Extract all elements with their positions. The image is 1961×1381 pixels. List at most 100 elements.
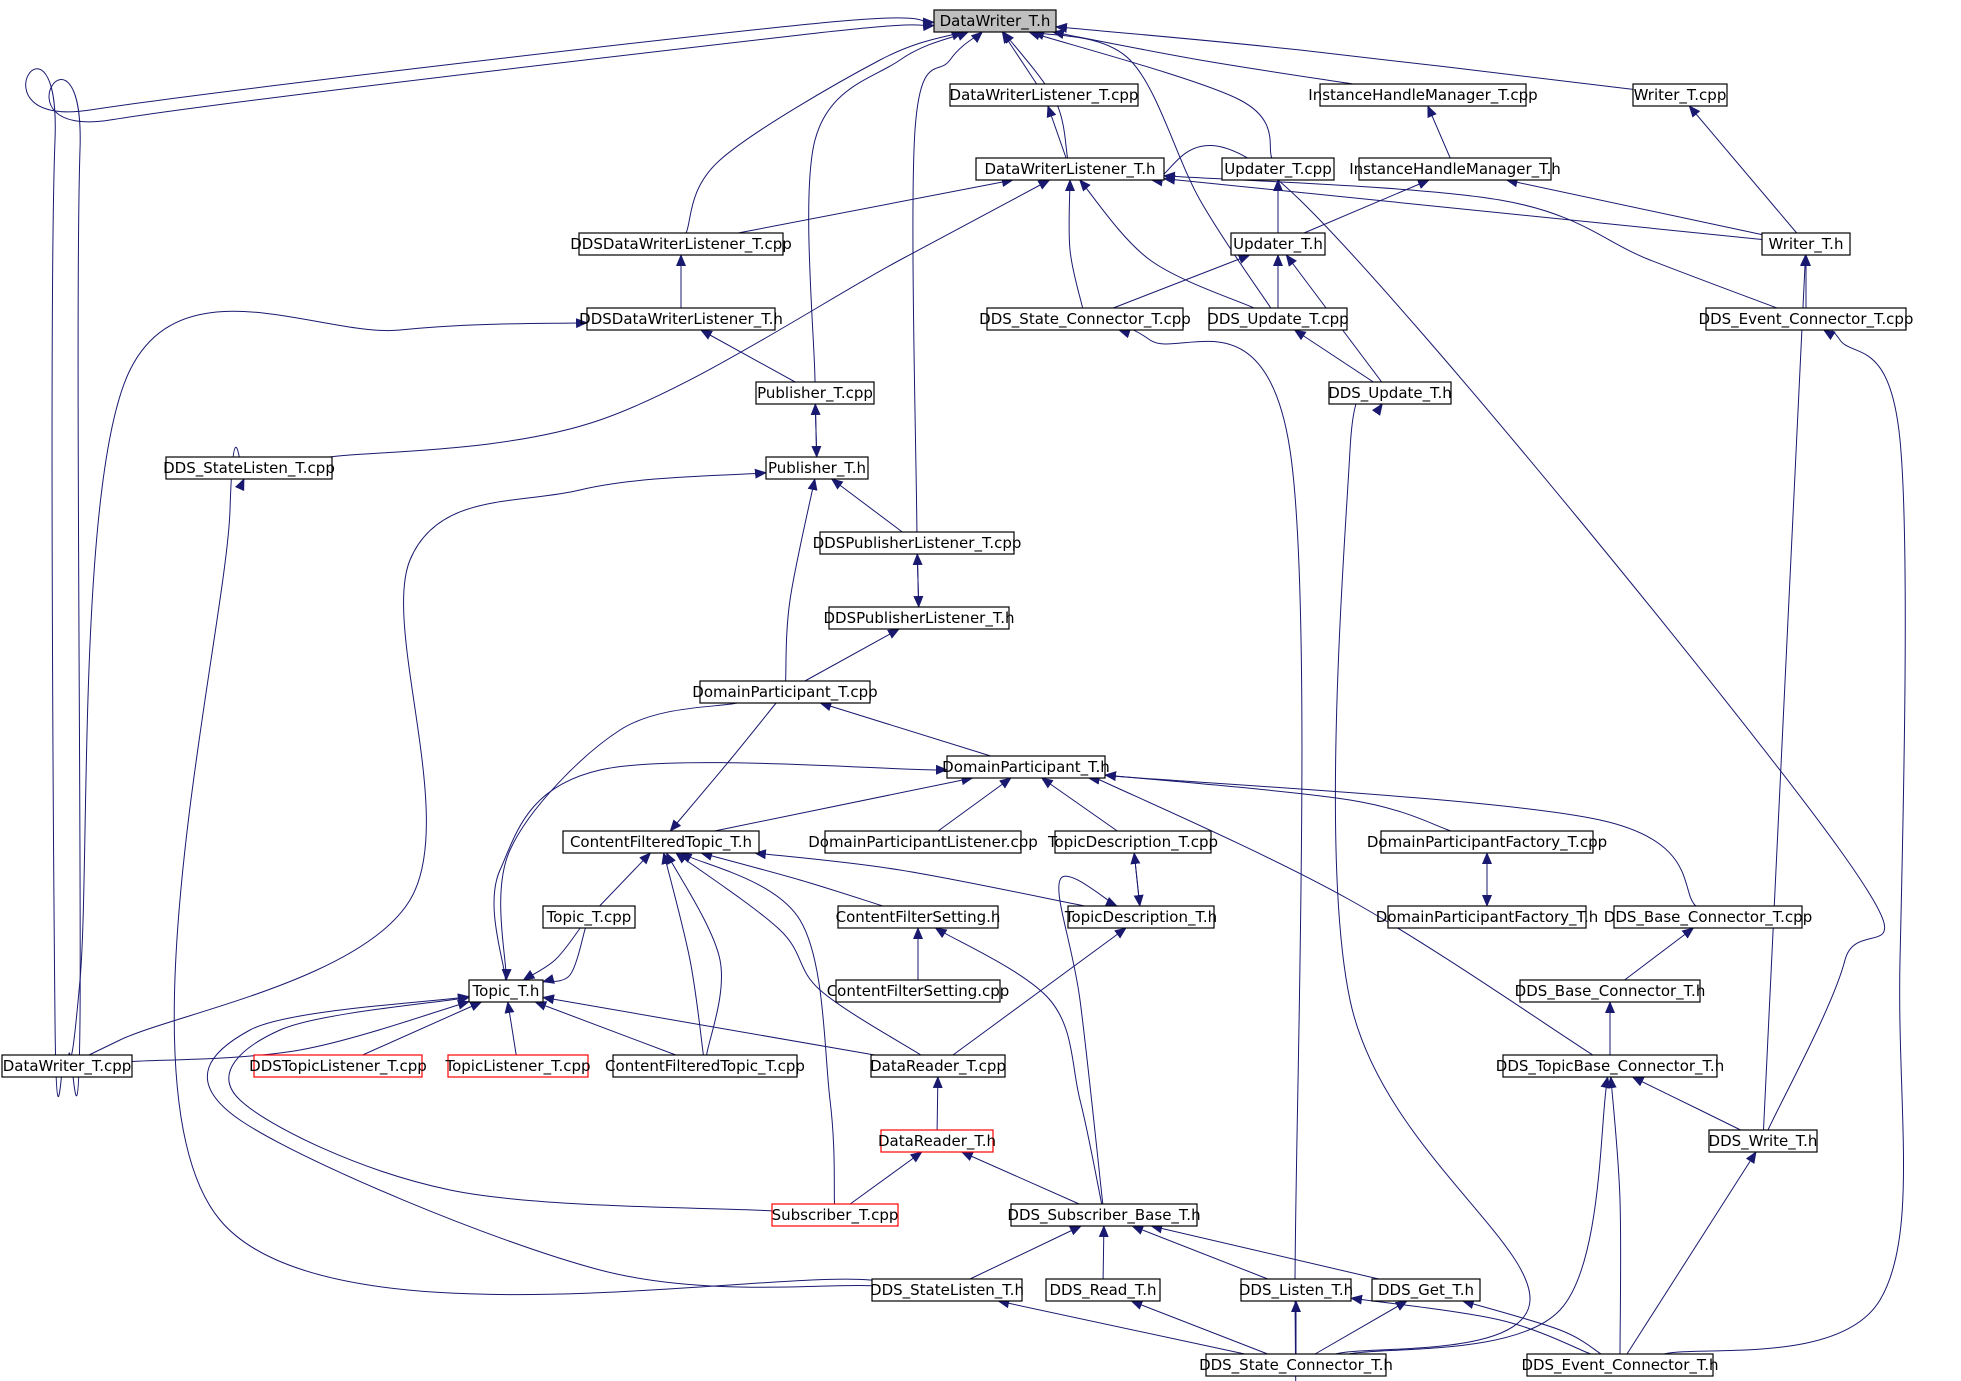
node-cfs-h[interactable]: ContentFilterSetting.h: [836, 905, 1001, 929]
node-box[interactable]: [1067, 905, 1215, 929]
node-ihm-h[interactable]: InstanceHandleManager_T.h: [1349, 157, 1561, 181]
node-box[interactable]: [755, 381, 875, 405]
node-dds-update-cpp[interactable]: DDS_Update_T.cpp: [1207, 307, 1349, 331]
node-box[interactable]: [765, 456, 869, 480]
node-box[interactable]: [880, 1129, 994, 1153]
node-dr-h[interactable]: DataReader_T.h: [878, 1129, 996, 1153]
node-box[interactable]: [699, 680, 871, 704]
node-box[interactable]: [1045, 1278, 1161, 1302]
node-box[interactable]: [578, 232, 784, 256]
node-ddsdwl-h[interactable]: DDSDataWriterListener_T.h: [579, 307, 783, 331]
node-box[interactable]: [586, 307, 776, 331]
node-box[interactable]: [1240, 1278, 1352, 1302]
node-dr-cpp[interactable]: DataReader_T.cpp: [870, 1054, 1006, 1078]
node-dds-get-h[interactable]: DDS_Get_T.h: [1371, 1278, 1481, 1302]
node-box[interactable]: [1613, 905, 1803, 929]
node-box[interactable]: [871, 1278, 1023, 1302]
node-box[interactable]: [165, 456, 333, 480]
node-box[interactable]: [447, 1054, 589, 1078]
node-dds-sub-base-h[interactable]: DDS_Subscriber_Base_T.h: [1007, 1203, 1201, 1227]
node-dds-listen-h[interactable]: DDS_Listen_T.h: [1239, 1278, 1353, 1302]
node-writer-h[interactable]: Writer_T.h: [1761, 232, 1851, 256]
node-cfs-cpp[interactable]: ContentFilterSetting.cpp: [827, 979, 1010, 1003]
node-box[interactable]: [986, 307, 1184, 331]
node-dds-write-h[interactable]: DDS_Write_T.h: [1708, 1129, 1818, 1153]
node-box[interactable]: [819, 531, 1015, 555]
node-box[interactable]: [253, 1054, 423, 1078]
node-box[interactable]: [1705, 307, 1907, 331]
node-box[interactable]: [542, 905, 636, 929]
node-ddspl-h[interactable]: DDSPublisherListener_T.h: [824, 606, 1015, 630]
node-box[interactable]: [1205, 1353, 1387, 1377]
node-ddstl-cpp[interactable]: DDSTopicListener_T.cpp: [249, 1054, 427, 1078]
node-dds-statelisten-h[interactable]: DDS_StateListen_T.h: [870, 1278, 1024, 1302]
node-dds-state-conn-h[interactable]: DDS_State_Connector_T.h: [1199, 1353, 1393, 1377]
node-box[interactable]: [1328, 381, 1452, 405]
node-dds-update-h[interactable]: DDS_Update_T.h: [1328, 381, 1452, 405]
node-dpf-h[interactable]: DomainParticipantFactory_T.h: [1376, 905, 1598, 929]
node-box[interactable]: [1, 1054, 133, 1078]
node-topic-h[interactable]: Topic_T.h: [468, 979, 544, 1003]
node-dpf-cpp[interactable]: DomainParticipantFactory_T.cpp: [1367, 830, 1607, 854]
node-box[interactable]: [1221, 157, 1335, 181]
node-publisher-cpp[interactable]: Publisher_T.cpp: [755, 381, 875, 405]
node-dds-event-conn-cpp[interactable]: DDS_Event_Connector_T.cpp: [1699, 307, 1914, 331]
node-dds-topicbase-h[interactable]: DDS_TopicBase_Connector_T.h: [1496, 1054, 1724, 1078]
node-box[interactable]: [771, 1203, 899, 1227]
node-box[interactable]: [1371, 1278, 1481, 1302]
node-box[interactable]: [1526, 1353, 1714, 1377]
node-dp-h[interactable]: DomainParticipant_T.h: [942, 755, 1110, 779]
node-box[interactable]: [933, 9, 1057, 33]
node-box[interactable]: [1319, 83, 1527, 107]
node-box[interactable]: [828, 606, 1010, 630]
node-dw-h[interactable]: DataWriter_T.h: [933, 9, 1057, 33]
node-box[interactable]: [1054, 830, 1212, 854]
node-box[interactable]: [1380, 830, 1594, 854]
node-updater-cpp[interactable]: Updater_T.cpp: [1221, 157, 1335, 181]
node-topic-cpp[interactable]: Topic_T.cpp: [542, 905, 636, 929]
node-box[interactable]: [949, 83, 1139, 107]
node-dw-cpp[interactable]: DataWriter_T.cpp: [1, 1054, 133, 1078]
node-cft-cpp[interactable]: ContentFilteredTopic_T.cpp: [605, 1054, 805, 1078]
node-dp-cpp[interactable]: DomainParticipant_T.cpp: [692, 680, 878, 704]
node-dds-base-conn-cpp[interactable]: DDS_Base_Connector_T.cpp: [1604, 905, 1812, 929]
node-box[interactable]: [835, 979, 1001, 1003]
node-box[interactable]: [975, 157, 1165, 181]
node-publisher-h[interactable]: Publisher_T.h: [765, 456, 869, 480]
node-ihm-cpp[interactable]: InstanceHandleManager_T.cpp: [1308, 83, 1538, 107]
node-cft-h[interactable]: ContentFilteredTopic_T.h: [562, 830, 760, 854]
node-box[interactable]: [1387, 905, 1587, 929]
node-box[interactable]: [1230, 232, 1326, 256]
node-box[interactable]: [1761, 232, 1851, 256]
node-box[interactable]: [837, 905, 999, 929]
node-box[interactable]: [1502, 1054, 1718, 1078]
node-box[interactable]: [612, 1054, 798, 1078]
node-dds-read-h[interactable]: DDS_Read_T.h: [1045, 1278, 1161, 1302]
node-subscriber-cpp[interactable]: Subscriber_T.cpp: [771, 1203, 899, 1227]
node-writer-cpp[interactable]: Writer_T.cpp: [1632, 83, 1728, 107]
node-dwl-cpp[interactable]: DataWriterListener_T.cpp: [949, 83, 1139, 107]
node-box[interactable]: [870, 1054, 1006, 1078]
node-box[interactable]: [1632, 83, 1728, 107]
node-box[interactable]: [468, 979, 544, 1003]
node-dds-base-conn-h[interactable]: DDS_Base_Connector_T.h: [1515, 979, 1706, 1003]
node-box[interactable]: [1358, 157, 1552, 181]
node-dds-state-conn-cpp[interactable]: DDS_State_Connector_T.cpp: [979, 307, 1191, 331]
node-box[interactable]: [1708, 1129, 1818, 1153]
node-tl-cpp[interactable]: TopicListener_T.cpp: [444, 1054, 591, 1078]
node-ddsdwl-cpp[interactable]: DDSDataWriterListener_T.cpp: [570, 232, 792, 256]
node-dds-statelisten-cpp[interactable]: DDS_StateListen_T.cpp: [163, 456, 335, 480]
node-ddspl-cpp[interactable]: DDSPublisherListener_T.cpp: [813, 531, 1022, 555]
node-box[interactable]: [1010, 1203, 1198, 1227]
node-td-h[interactable]: TopicDescription_T.h: [1064, 905, 1217, 929]
node-td-cpp[interactable]: TopicDescription_T.cpp: [1047, 830, 1218, 854]
node-updater-h[interactable]: Updater_T.h: [1230, 232, 1326, 256]
node-box[interactable]: [562, 830, 760, 854]
node-box[interactable]: [824, 830, 1022, 854]
node-dds-event-conn-h[interactable]: DDS_Event_Connector_T.h: [1521, 1353, 1719, 1377]
node-box[interactable]: [946, 755, 1106, 779]
node-dwl-h[interactable]: DataWriterListener_T.h: [975, 157, 1165, 181]
node-box[interactable]: [1208, 307, 1348, 331]
node-dpl-cpp[interactable]: DomainParticipantListener.cpp: [808, 830, 1038, 854]
node-box[interactable]: [1519, 979, 1701, 1003]
